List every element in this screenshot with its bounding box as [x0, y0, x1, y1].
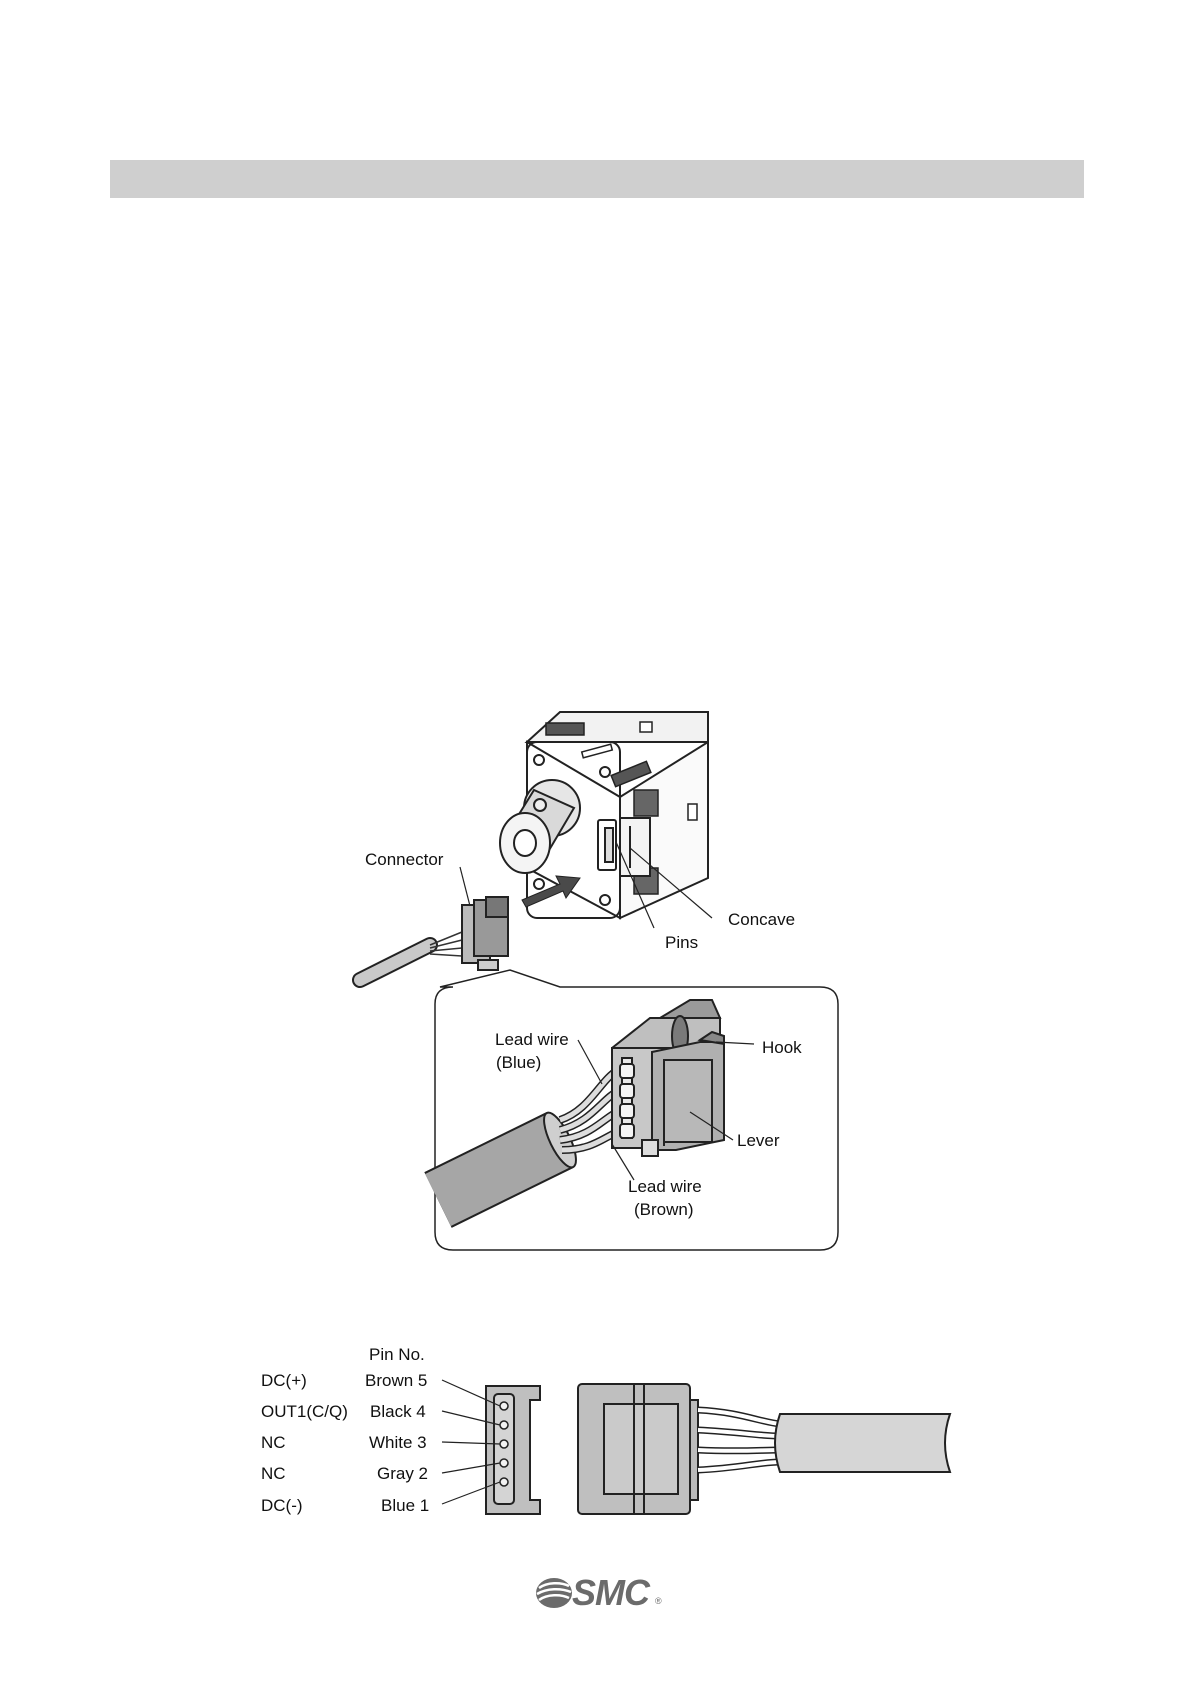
- pin-cable: [698, 1410, 950, 1472]
- label-lead-wire-brown: Lead wire: [628, 1177, 702, 1197]
- label-lead-wire-brown-color: (Brown): [634, 1200, 694, 1220]
- pin-signal: OUT1(C/Q): [261, 1402, 348, 1422]
- label-lead-wire-blue: Lead wire: [495, 1030, 569, 1050]
- smc-logo-text: SMC: [572, 1572, 649, 1614]
- pin-wire: Gray 2: [377, 1464, 428, 1484]
- pin-signal: NC: [261, 1433, 286, 1453]
- label-concave: Concave: [728, 910, 795, 930]
- pin-no-header: Pin No.: [369, 1345, 425, 1365]
- receptacle: [598, 818, 650, 876]
- pin-connector-front: [486, 1386, 540, 1514]
- label-lever: Lever: [737, 1131, 780, 1151]
- smc-logo-mark-icon: [535, 1572, 575, 1614]
- pin-signal: DC(-): [261, 1496, 303, 1516]
- label-hook: Hook: [762, 1038, 802, 1058]
- pin-wire: Brown 5: [365, 1371, 427, 1391]
- pin-signal: NC: [261, 1464, 286, 1484]
- label-connector: Connector: [365, 850, 443, 870]
- pin-wire: White 3: [369, 1433, 427, 1453]
- pin-signal: DC(+): [261, 1371, 307, 1391]
- label-lead-wire-blue-color: (Blue): [496, 1053, 541, 1073]
- pin-wire: Blue 1: [381, 1496, 429, 1516]
- connector-small: [360, 897, 508, 980]
- pin-wire: Black 4: [370, 1402, 426, 1422]
- registered-mark: ®: [655, 1596, 662, 1606]
- label-pins: Pins: [665, 933, 698, 953]
- pin-connector-side: [578, 1384, 698, 1514]
- smc-logo: SMC ®: [535, 1572, 665, 1614]
